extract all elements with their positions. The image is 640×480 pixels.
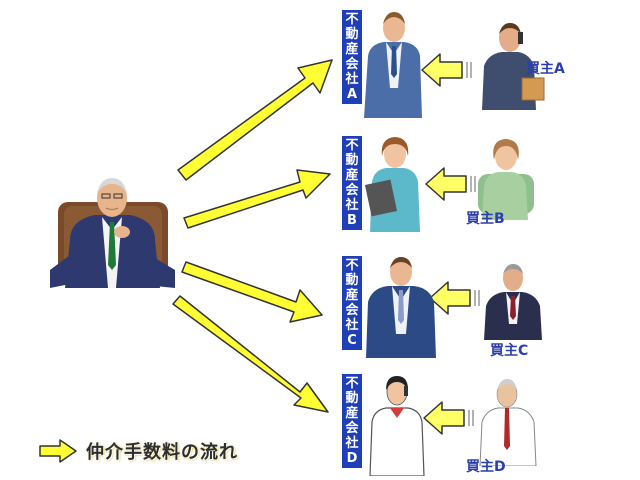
small-arrow-buyer-a	[421, 53, 463, 87]
buyer-c-icon	[484, 264, 542, 340]
buyer-a-icon	[482, 23, 545, 110]
yellow-arrow-icon	[39, 439, 77, 463]
small-arrow-buyer-c	[429, 281, 471, 315]
flow-arrow-to-company-c	[181, 261, 323, 323]
company-d-agent-icon	[369, 376, 425, 476]
buyer-d-label: 買主D	[466, 459, 506, 475]
buyer-d-icon	[479, 379, 537, 466]
flow-arrow-to-company-d	[172, 295, 329, 413]
buyer-b-label: 買主B	[466, 211, 505, 227]
small-arrow-buyer-d	[423, 401, 465, 435]
buyer-b-icon	[478, 139, 534, 220]
buyer-a-label: 買主A	[526, 61, 565, 77]
legend-text: 仲介手数料の流れ	[86, 442, 238, 463]
flow-arrow-to-company-b	[183, 169, 331, 229]
company-a-agent-icon	[364, 12, 422, 118]
buyer-c-label: 買主C	[490, 343, 529, 359]
businessman-in-armchair-icon	[50, 178, 175, 288]
small-arrow-buyer-b	[425, 167, 467, 201]
flow-arrow-to-company-a	[177, 59, 333, 181]
company-b-agent-icon	[364, 137, 420, 232]
company-c-agent-icon	[366, 257, 436, 358]
